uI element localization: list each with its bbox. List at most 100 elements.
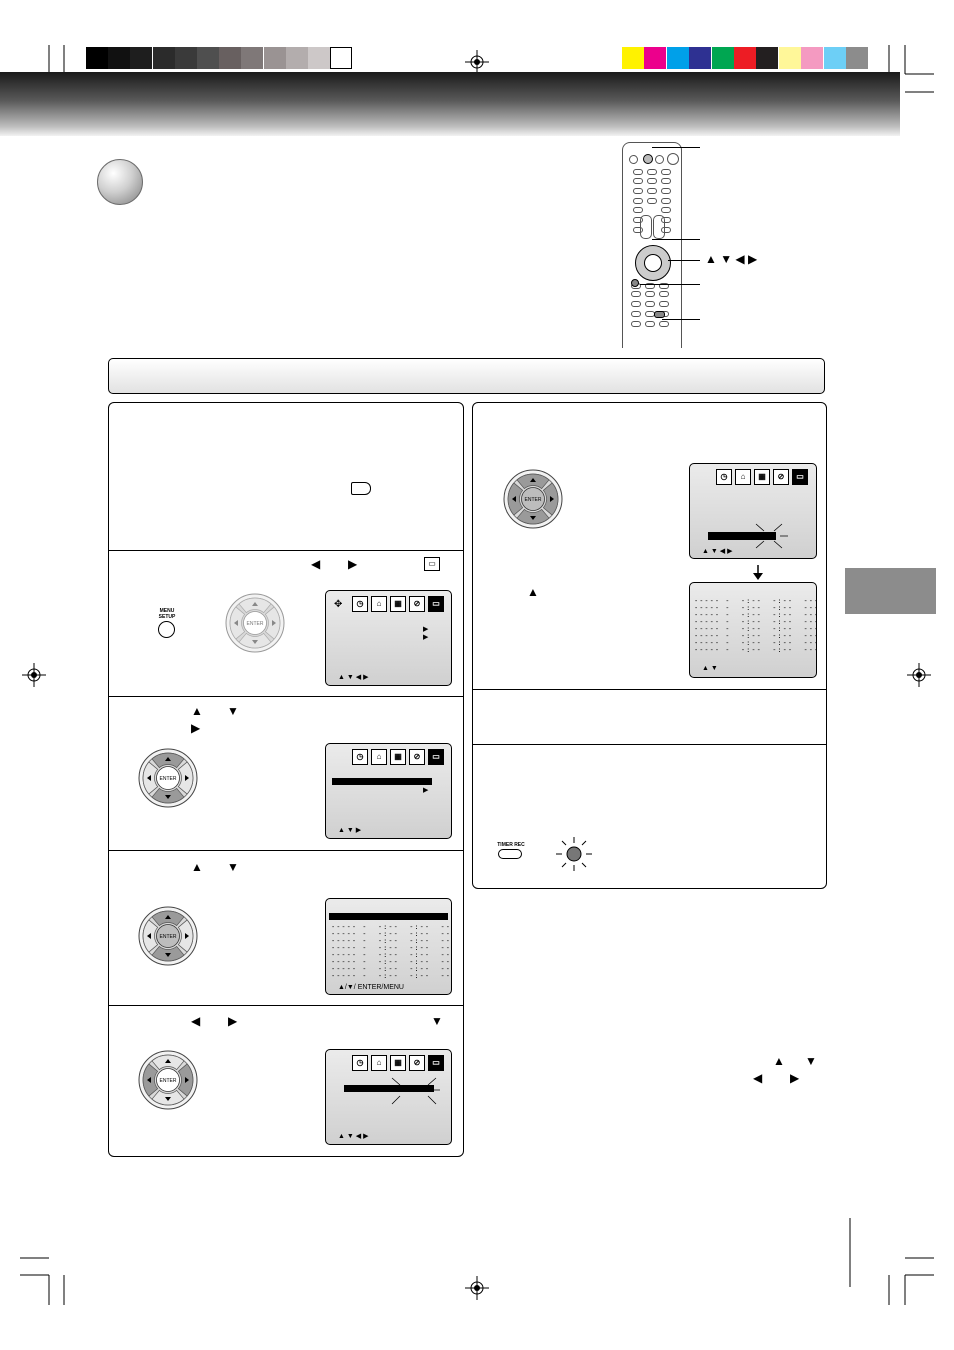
program-row: ----- - -:-- -:-- --- -: [331, 972, 451, 980]
remote-timer-rec-button: [654, 311, 665, 318]
gray-swatch: [197, 47, 219, 69]
program-row: ----- - -:-- -:-- --- -: [331, 923, 451, 931]
footnote-right-arrow: ▶: [790, 1071, 800, 1085]
vcr-icon: ▭: [792, 469, 808, 485]
grid-icon: ▦: [390, 596, 406, 612]
color-swatch: [689, 47, 712, 69]
remote-power-button: [667, 153, 679, 165]
clock-icon: ◷: [352, 596, 368, 612]
dpad-graphic: ENTER: [138, 748, 198, 808]
program-row: ----- - -:-- -:-- --- -: [694, 604, 816, 612]
gray-swatch: [219, 47, 242, 69]
dpad-graphic: ENTER: [225, 593, 285, 653]
step2-left-arrow: ◀: [311, 557, 321, 571]
step3-right-arrow: ▶: [191, 721, 201, 735]
dpad-enter-label: ENTER: [247, 621, 264, 627]
color-swatch: [823, 47, 846, 69]
gray-swatch: [241, 47, 264, 69]
color-swatch: [846, 47, 868, 69]
remote-button: [645, 291, 655, 297]
clock-icon: ◷: [352, 1055, 368, 1071]
color-swatch: [711, 47, 734, 69]
remote-button: [633, 227, 643, 233]
step6-osd-screen-top: ◷⌂▦⊘▭ ▲ ▼ ◀ ▶: [689, 463, 817, 559]
remote-button: [633, 207, 643, 213]
step4-nav-hint: ▲/▼/ ENTER/MENU: [338, 984, 404, 991]
remote-button: [645, 283, 655, 289]
step5-nav-hint: ▲ ▼ ◀ ▶: [338, 1133, 369, 1140]
dpad-graphic: ENTER: [503, 469, 563, 529]
move-cursor-icon: ✥: [334, 599, 343, 610]
program-row: ----- - -:-- -:-- --- -: [331, 965, 451, 973]
step6-up-arrow: ▲: [527, 585, 539, 599]
vcr-icon: ▭: [428, 596, 444, 612]
remote-button: [659, 291, 669, 297]
grid-icon: ▦: [754, 469, 770, 485]
remote-button: [633, 169, 643, 175]
remote-button: [661, 217, 671, 223]
down-arrow-icon: [753, 565, 763, 580]
picture-icon: ⌂: [371, 1055, 387, 1071]
program-row: ----- - -:-- -:-- --- -: [331, 944, 451, 952]
dpad-enter-label: ENTER: [160, 1078, 177, 1084]
lock-icon: ⊘: [773, 469, 789, 485]
footnote-up-arrow: ▲: [773, 1054, 785, 1068]
step6-osd-screen-bottom: ----- - -:-- -:-- --- ------ - -:-- -:--…: [689, 582, 817, 678]
remote-button: [645, 321, 655, 327]
program-row: ----- - -:-- -:-- --- -: [331, 930, 451, 938]
step6-nav-hint-bottom: ▲ ▼: [702, 665, 718, 672]
program-row: ----- - -:-- -:-- --- -: [694, 611, 816, 619]
grid-icon: ▦: [390, 749, 406, 765]
remote-control-illustration: [622, 142, 682, 348]
step3-down-arrow: ▼: [227, 704, 239, 718]
dpad-graphic: ENTER: [138, 906, 198, 966]
step6-blink-marks: [755, 523, 788, 549]
header-band: [0, 72, 900, 136]
step4-down-arrow: ▼: [227, 860, 239, 874]
remote-button: [633, 217, 643, 223]
remote-button: [631, 291, 641, 297]
step3-osd-screen: ◷⌂▦⊘▭ ▶ ▶ ▲ ▼ ▶: [325, 743, 452, 839]
vcr-tape-icon: ▭: [424, 557, 440, 571]
remote-button: [661, 188, 671, 194]
vcr-icon: ▭: [428, 749, 444, 765]
remote-button: [647, 178, 657, 184]
remote-dpad: [635, 245, 671, 281]
program-row: ----- - -:-- -:-- --- -: [694, 639, 816, 647]
timer-indicator-light-icon: [556, 837, 592, 871]
picture-icon: ⌂: [371, 596, 387, 612]
menu-setup-button: [158, 621, 175, 638]
step5-down-arrow: ▼: [431, 1014, 443, 1028]
lock-icon: ⊘: [409, 596, 425, 612]
remote-button: [661, 227, 671, 233]
gray-swatch: [86, 47, 108, 69]
gray-swatch: [174, 47, 197, 69]
dpad-graphic: ENTER: [138, 1050, 198, 1110]
color-swatch: [734, 47, 756, 69]
dpad-enter-label: ENTER: [160, 934, 177, 940]
step4-osd-screen: ----- - -:-- -:-- --- ------ - -:-- -:--…: [325, 898, 452, 995]
program-row: ----- - -:-- -:-- --- -: [694, 625, 816, 633]
grid-icon: ▦: [390, 1055, 406, 1071]
footnote-left-arrow: ◀: [753, 1071, 763, 1085]
step2-right-arrow: ▶: [348, 557, 358, 571]
section-title-bar: [108, 358, 825, 394]
picture-icon: ⌂: [371, 749, 387, 765]
program-row: ----- - -:-- -:-- --- -: [694, 618, 816, 626]
program-row: ----- - -:-- -:-- --- -: [331, 937, 451, 945]
color-swatch: [666, 47, 689, 69]
section-tab: [845, 568, 936, 614]
tag-icon: [351, 482, 371, 495]
step5-blink-marks: [391, 1077, 440, 1105]
program-row: ----- - -:-- -:-- --- -: [694, 646, 816, 654]
dpad-enter-label: ENTER: [525, 497, 542, 503]
remote-arrow-label: ▲ ▼ ◀ ▶: [705, 252, 758, 266]
vcr-icon: ▭: [428, 1055, 444, 1071]
picture-icon: ⌂: [735, 469, 751, 485]
menu-setup-label: MENU SETUP: [158, 608, 176, 620]
gray-swatch: [130, 47, 153, 69]
gray-swatch: [308, 47, 330, 69]
footnote-down-arrow: ▼: [805, 1054, 817, 1068]
gray-swatch: [152, 47, 175, 69]
